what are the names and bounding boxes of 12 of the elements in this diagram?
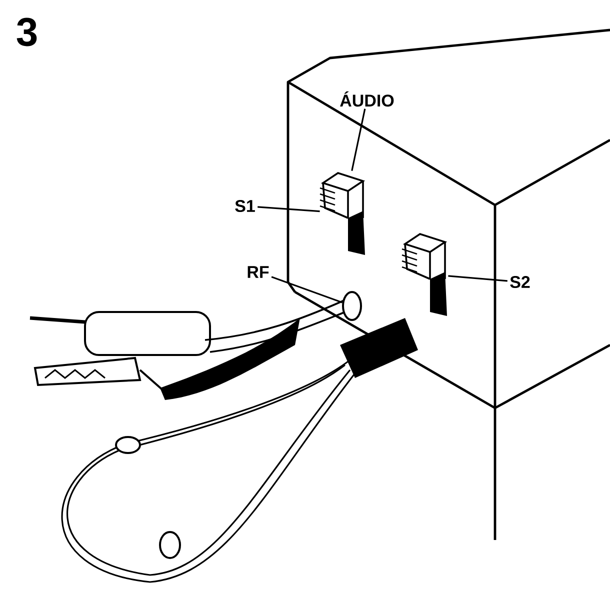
switch-drawing — [320, 172, 366, 255]
callout-label: S1 — [235, 200, 255, 212]
leader-line — [258, 206, 320, 212]
callout-label: ÁUDIO — [340, 91, 394, 107]
figure-number: 3 — [16, 18, 37, 46]
callout-label: RF — [248, 266, 269, 278]
cable-grommet — [342, 291, 362, 321]
leader-line — [448, 275, 508, 282]
callout-label: S2 — [510, 276, 530, 288]
switch-drawing — [402, 233, 448, 316]
leader-line — [351, 108, 366, 171]
leader-line — [271, 276, 343, 304]
